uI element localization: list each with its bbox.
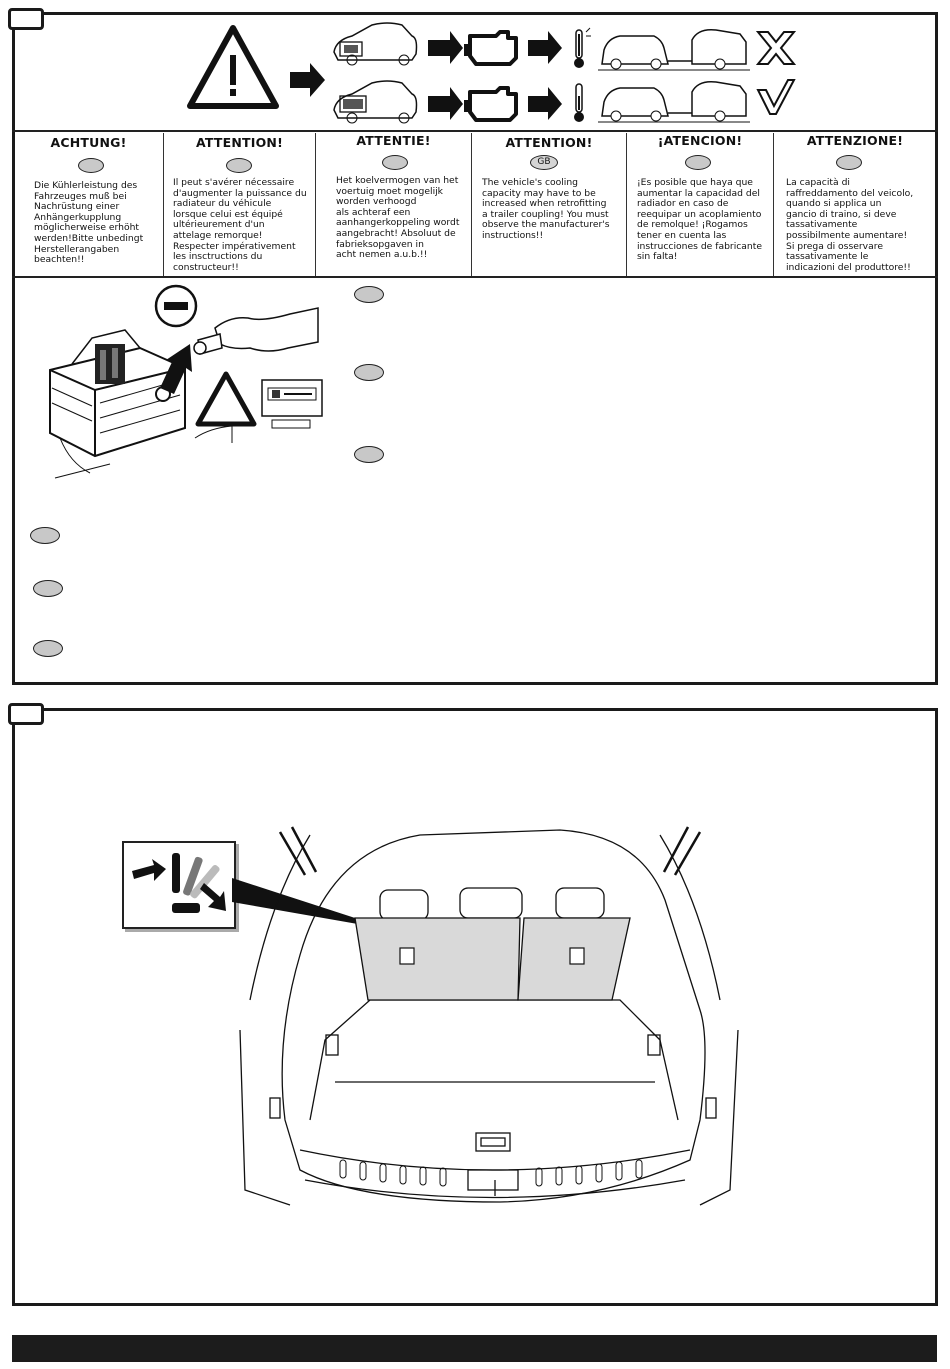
hand-icon <box>193 307 319 355</box>
seat-fold-icon <box>172 853 220 913</box>
language-oval <box>354 446 384 463</box>
language-oval <box>33 640 63 657</box>
warning-column-gb: ATTENTION! GB The vehicle's cooling capa… <box>472 133 626 276</box>
thermometer-icon <box>574 27 591 68</box>
footer-bar <box>12 1335 937 1362</box>
column-divider <box>773 133 774 276</box>
language-flag-oval <box>226 158 252 173</box>
arrow-icon <box>528 87 562 120</box>
battery-disconnect-illustration <box>49 284 323 479</box>
language-flag-oval <box>836 155 862 170</box>
x-mark-icon <box>755 31 797 65</box>
language-flag-oval <box>78 158 104 173</box>
language-oval <box>354 364 384 381</box>
warning-text: La capacità di raffreddamento del veicol… <box>786 177 914 273</box>
column-divider <box>163 133 164 276</box>
warning-title: ATTENTIE! <box>356 133 431 148</box>
arrow-icon <box>160 344 192 394</box>
car-with-caravan-icon <box>598 80 750 123</box>
step-panel-2 <box>12 708 938 1306</box>
arrow-icon <box>290 63 325 97</box>
warning-title: ¡ATENCION! <box>657 133 743 148</box>
cooling-warning-illustration <box>187 22 797 124</box>
warning-column-de: ACHTUNG! Die Kühlerleistung des Fahrzeug… <box>14 133 163 276</box>
car-with-caravan-icon <box>598 28 750 71</box>
warning-text: Il peut s'avérer nécessaire d'augmenter … <box>173 177 307 273</box>
arrow-icon <box>200 883 226 911</box>
arrow-icon <box>528 31 562 64</box>
step-number-tab-2 <box>8 703 44 725</box>
warning-triangle-icon <box>195 371 257 427</box>
warnings-top-rule <box>12 130 938 132</box>
column-divider <box>471 133 472 276</box>
warning-column-nl: ATTENTIE! Het koelvermogen van het voert… <box>316 133 471 276</box>
language-flag-oval <box>382 155 408 170</box>
warning-title: ATTENTION! <box>195 135 283 150</box>
car-front-icon <box>333 80 418 124</box>
language-flag-gb: GB <box>530 155 558 170</box>
language-flag-oval <box>685 155 711 170</box>
radio-display-icon <box>261 379 323 429</box>
warning-title: ACHTUNG! <box>50 135 127 150</box>
warning-text: The vehicle's cooling capacity may have … <box>482 177 610 241</box>
engine-icon <box>464 86 518 122</box>
warning-column-fr: ATTENTION! Il peut s'avérer nécessaire d… <box>164 133 315 276</box>
car-front-icon <box>333 22 418 66</box>
column-divider <box>626 133 627 276</box>
arrow-icon <box>132 859 166 881</box>
warning-text: Die Kühlerleistung des Fahrzeuges muß be… <box>34 180 144 266</box>
language-oval <box>354 286 384 303</box>
column-divider <box>315 133 316 276</box>
warnings-bottom-rule <box>12 276 938 278</box>
step-number-tab-1 <box>8 8 44 30</box>
arrow-icon <box>428 31 463 64</box>
rear-seat-backs <box>354 917 631 1001</box>
engine-icon <box>464 30 518 66</box>
language-oval <box>33 580 63 597</box>
arrow-icon <box>428 87 463 120</box>
warning-title: ATTENTION! <box>505 135 593 150</box>
warning-text: Het koelvermogen van het voertuig moet m… <box>336 175 460 261</box>
warning-column-es: ¡ATENCION! ¡Es posible que haya que aume… <box>627 133 773 276</box>
language-oval <box>30 527 60 544</box>
minus-terminal-icon <box>154 284 198 328</box>
step-panel-1 <box>12 12 938 685</box>
warning-triangle-icon <box>187 25 279 109</box>
warning-text: ¡Es posible que haya que aumentar la cap… <box>637 177 763 263</box>
seat-fold-detail-drawing <box>132 853 226 913</box>
check-mark-icon <box>756 79 796 115</box>
thermometer-icon <box>574 83 584 122</box>
warning-title: ATTENZIONE! <box>806 133 904 148</box>
warning-column-it: ATTENZIONE! La capacità di raffreddament… <box>774 133 936 276</box>
